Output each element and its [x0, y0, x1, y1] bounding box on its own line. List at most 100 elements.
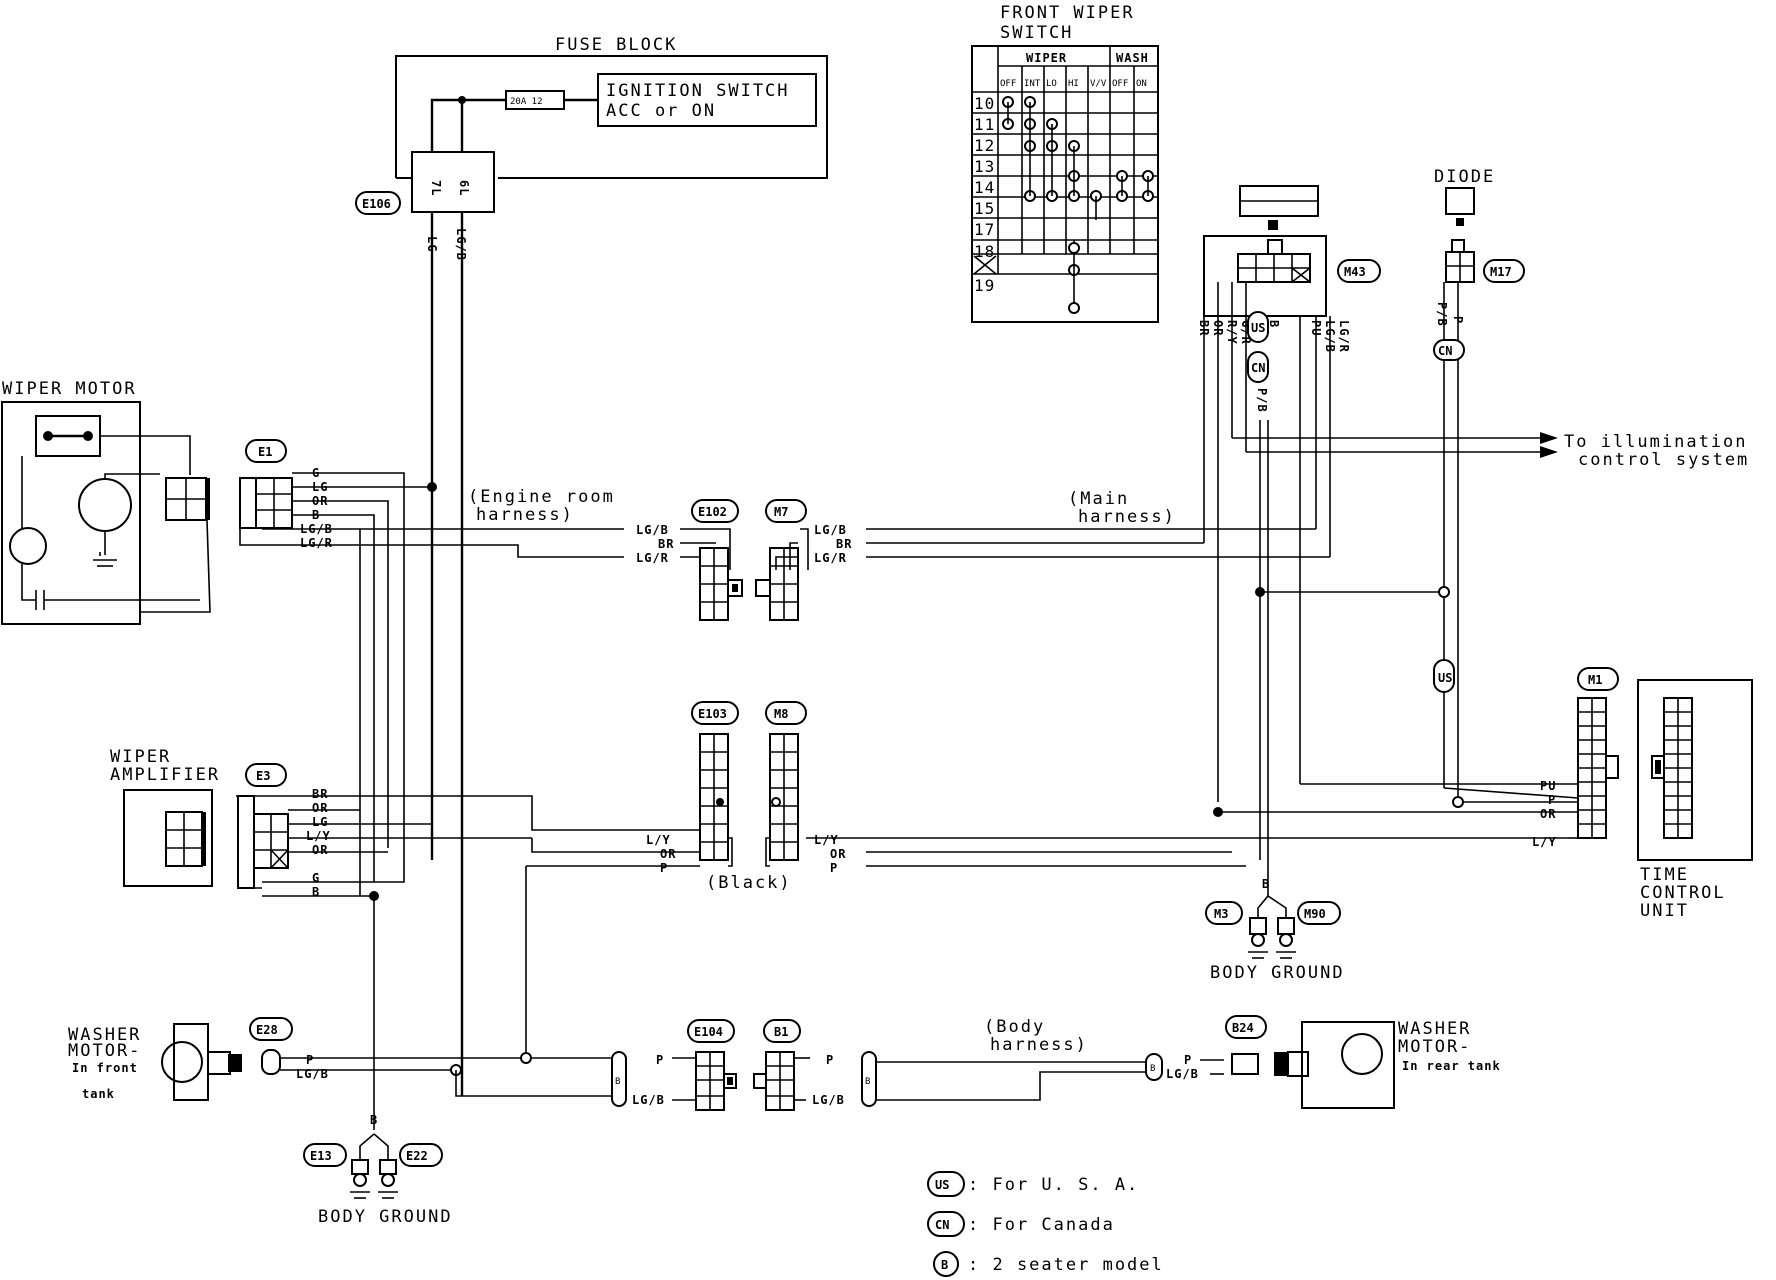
- wiper-motor-label: WIPER MOTOR: [2, 379, 137, 399]
- svg-text:OR: OR: [312, 801, 328, 815]
- connector-m7: M7: [765, 499, 807, 523]
- svg-text:US: US: [1438, 671, 1452, 685]
- washer-rear: WASHER MOTOR- In rear tank: [1301, 1019, 1500, 1109]
- time-unit-label-2: CONTROL: [1640, 883, 1726, 903]
- svg-text:L/Y: L/Y: [306, 829, 331, 843]
- m43-wire-8: LG/R: [1337, 320, 1351, 353]
- svg-text:M7: M7: [774, 505, 788, 519]
- connector-b24: B24: [1225, 1015, 1267, 1039]
- svg-text:P/B: P/B: [1435, 302, 1449, 327]
- washer-front-motor: [161, 1041, 203, 1083]
- svg-text:LG/B: LG/B: [296, 1067, 329, 1081]
- svg-text:P: P: [660, 861, 668, 875]
- svg-text:E103: E103: [698, 707, 727, 721]
- washer-front: WASHER MOTOR- In front tank E28 P LG/B B: [68, 1017, 627, 1107]
- switch-group-wash: WASH: [1116, 51, 1149, 65]
- switch-col-0: OFF: [1000, 79, 1016, 89]
- svg-text:M8: M8: [774, 707, 788, 721]
- cam-switch: [78, 478, 132, 532]
- legend-tag-b: B: [933, 1251, 959, 1277]
- engine-room-label-1: (Engine room: [468, 487, 615, 507]
- svg-text:B1: B1: [774, 1025, 788, 1039]
- svg-text:P/B: P/B: [1255, 388, 1269, 413]
- svg-text:LG/B: LG/B: [812, 1093, 845, 1107]
- pin-6l: 6L: [457, 180, 471, 196]
- svg-text:E1: E1: [258, 445, 272, 459]
- svg-text:B: B: [865, 1077, 870, 1087]
- svg-text:L/Y: L/Y: [814, 833, 839, 847]
- body-harness-label-1: (Body: [984, 1017, 1045, 1037]
- connector-e104: E104: [687, 1019, 735, 1043]
- engine-room-label-2: harness): [476, 505, 574, 525]
- diode-label: DIODE: [1434, 167, 1495, 187]
- connector-e106: E106: [355, 191, 401, 215]
- svg-text:CN: CN: [1438, 344, 1452, 358]
- switch-group-wiper: WIPER: [1026, 51, 1067, 65]
- connector-b1: B1: [763, 1019, 801, 1043]
- fws-label-2: SWITCH: [1000, 23, 1073, 43]
- ignition-switch: [597, 73, 817, 127]
- time-unit-label-1: TIME: [1640, 865, 1689, 885]
- legend-tag-us: US: [927, 1171, 965, 1197]
- svg-text:BR: BR: [658, 537, 674, 551]
- connector-e3-group: E3 BR OR LG L/Y OR G B: [236, 763, 700, 1056]
- svg-text:P: P: [656, 1053, 664, 1067]
- us-tag-m17: US: [1433, 659, 1455, 693]
- svg-text:LG/B: LG/B: [636, 523, 669, 537]
- switch-col-1: INT: [1024, 79, 1041, 89]
- connector-m1: M1: [1577, 667, 1619, 691]
- washer-front-4: tank: [82, 1087, 115, 1101]
- svg-text:E28: E28: [256, 1023, 278, 1037]
- svg-text:P: P: [1548, 793, 1556, 807]
- connector-m3: M3: [1205, 901, 1243, 925]
- e3-wire-labels: BR OR LG L/Y OR G B: [306, 787, 331, 899]
- svg-text:LG/B: LG/B: [1166, 1067, 1199, 1081]
- svg-text:LG/R: LG/R: [636, 551, 669, 565]
- svg-text:LG/B: LG/B: [632, 1093, 665, 1107]
- main-harness-label-2: harness): [1078, 507, 1176, 527]
- connector-e102: E102: [691, 499, 739, 523]
- legend: US : For U. S. A. CN : For Canada B : 2 …: [927, 1171, 1162, 1277]
- svg-text:E106: E106: [362, 197, 391, 211]
- connector-e28: E28: [249, 1017, 293, 1041]
- svg-text:OR: OR: [312, 843, 328, 857]
- switch-row-1: 11: [974, 115, 995, 134]
- e1-wire-labels: G LG OR B LG/B LG/R: [300, 466, 332, 550]
- cn-tag-m43: CN: [1247, 351, 1269, 383]
- svg-text:M43: M43: [1344, 265, 1366, 279]
- svg-text:M17: M17: [1490, 265, 1512, 279]
- black-label: (Black): [706, 873, 792, 893]
- switch-col-6: ON: [1136, 79, 1147, 89]
- washer-front-1: WASHER: [68, 1025, 141, 1045]
- switch-col-2: LO: [1046, 79, 1057, 89]
- switch-row-5: 15: [974, 199, 995, 218]
- washer-front-2: MOTOR-: [68, 1041, 141, 1061]
- body-ground-left: BODY GROUND: [318, 1207, 453, 1227]
- connector-e103: E103: [691, 701, 739, 725]
- svg-text:P: P: [1184, 1053, 1192, 1067]
- connector-e102-m7: E102 M7 LG/B BR LG/R LG/B BR LG/R: [636, 499, 1330, 621]
- svg-text:M90: M90: [1304, 907, 1326, 921]
- svg-text:E3: E3: [256, 769, 270, 783]
- fws-label-1: FRONT WIPER: [1000, 3, 1135, 23]
- time-unit-label-3: UNIT: [1640, 901, 1689, 921]
- legend-tag-cn: CN: [927, 1211, 965, 1237]
- connector-e1-group: E1 G LG OR B LG/B LG/R: [239, 439, 624, 896]
- legend-cn: : For Canada: [968, 1215, 1115, 1235]
- ground-m3-m90: B M3 M90 BODY GROUND: [1205, 874, 1343, 983]
- connector-e1: E1: [245, 439, 287, 463]
- ignition-label-1: IGNITION SWITCH: [606, 81, 790, 101]
- connector-m17: M17: [1483, 259, 1525, 283]
- switch-row-3: 13: [974, 157, 995, 176]
- connector-e103-m8: E103 M8 L/Y OR P L/Y OR P (Black): [646, 701, 1568, 893]
- us-tag-m43: US: [1247, 311, 1269, 343]
- svg-text:E104: E104: [694, 1025, 723, 1039]
- svg-text:P: P: [826, 1053, 834, 1067]
- cn-tag-m17: CN: [1433, 339, 1465, 361]
- to-illumination-2: control system: [1578, 450, 1749, 470]
- switch-row-2: 12: [974, 136, 995, 155]
- fuse-block-label: FUSE BLOCK: [555, 35, 677, 55]
- body-harness: B (Body harness) B P LG/B B24: [861, 1015, 1309, 1107]
- main-harness-label-1: (Main: [1068, 489, 1129, 509]
